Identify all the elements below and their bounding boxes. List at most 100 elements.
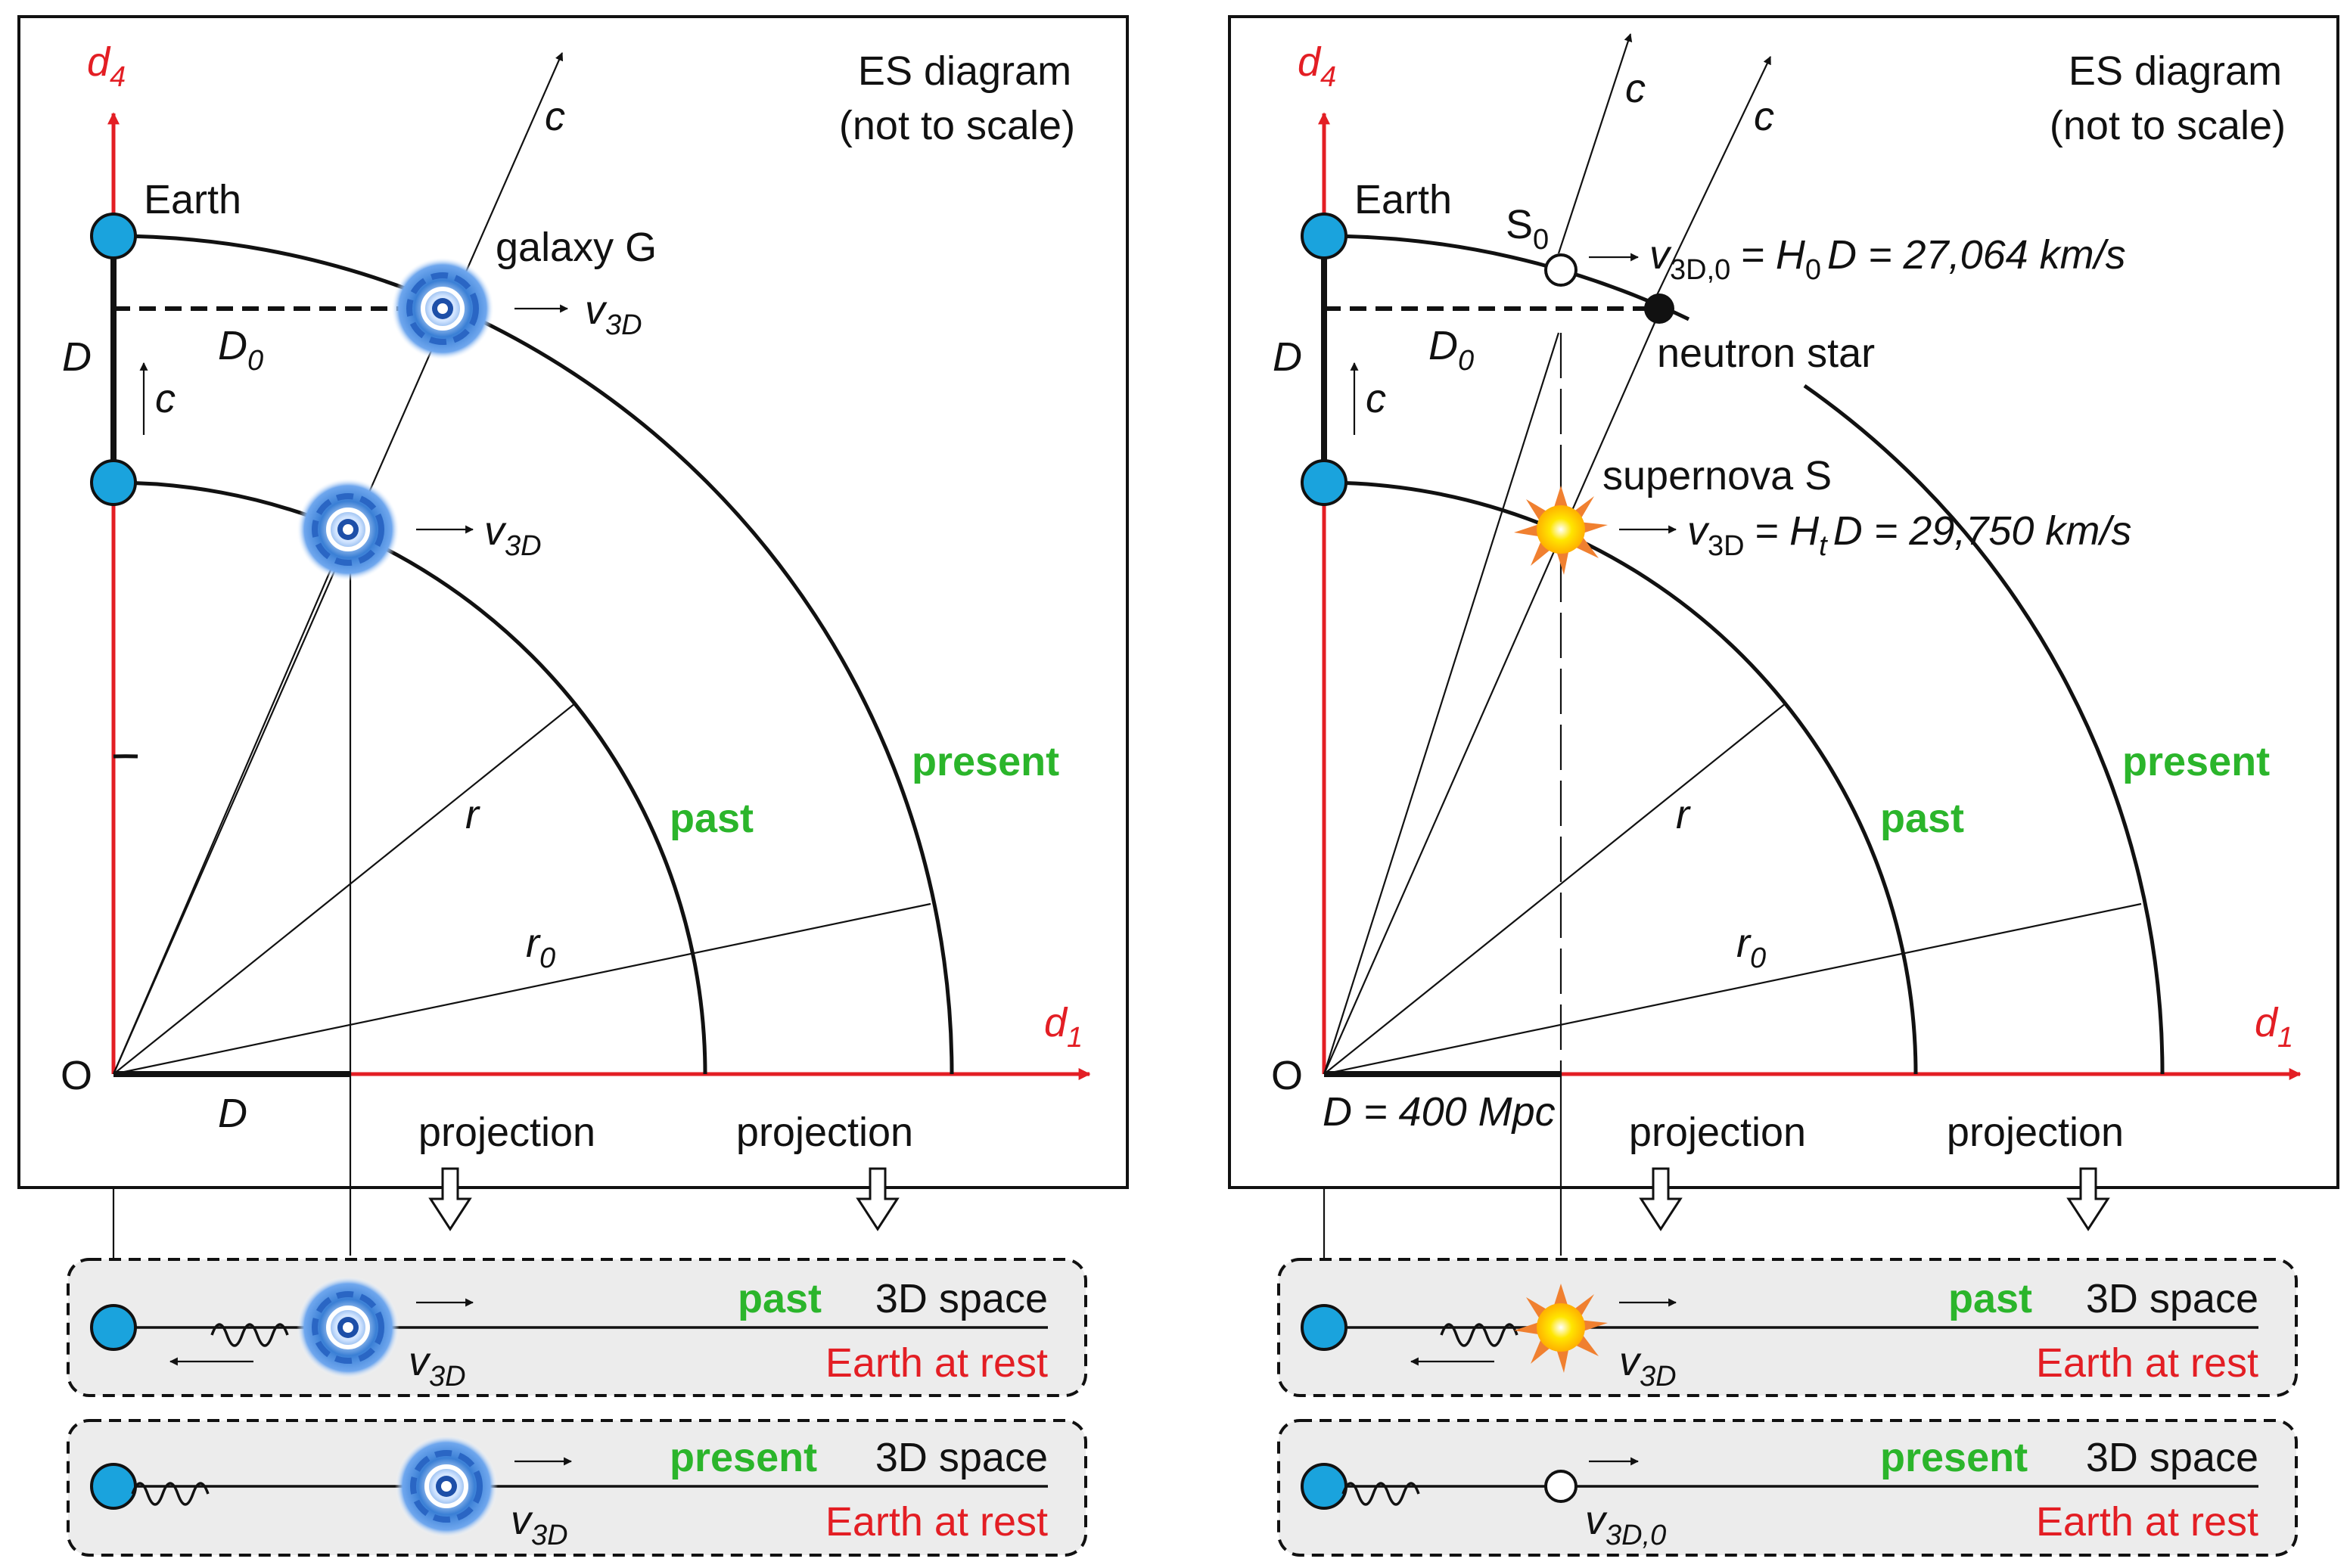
left-projection-label-2: projection	[736, 1110, 913, 1155]
left-origin: O	[61, 1053, 92, 1098]
right-panel-present-S0	[1544, 1470, 1578, 1503]
right-c-ray-1	[1557, 33, 1633, 254]
left-ray-to-past-galaxy	[112, 529, 350, 1075]
right-projection-label-2: projection	[1947, 1110, 2124, 1155]
right-panel-past-rest: Earth at rest	[2036, 1340, 2258, 1386]
left-diagram: ES diagram (not to scale) d4 d1 O	[17, 15, 1129, 1557]
left-galaxy-past-icon	[297, 478, 399, 581]
right-panel-present-tag: present	[1880, 1435, 2028, 1480]
right-panel-present	[1277, 1419, 2298, 1557]
left-panel-past-space: 3D space	[875, 1276, 1048, 1321]
left-r-ray	[113, 703, 576, 1075]
left-projection-arrow-2	[856, 1167, 900, 1231]
left-earth-label: Earth	[144, 177, 241, 222]
left-r0-ray	[113, 902, 931, 1076]
left-panel-past-v: v3D	[409, 1339, 466, 1393]
left-r-label: r	[465, 792, 480, 837]
right-past-arc	[1323, 480, 1918, 1075]
left-panel-present-tag: present	[670, 1435, 817, 1480]
right-earth-past	[1301, 459, 1348, 506]
right-present-arc-bottom	[1803, 383, 2165, 1075]
right-title-line2: (not to scale)	[2050, 103, 2286, 148]
left-title-line2: (not to scale)	[839, 103, 1075, 148]
left-frame	[17, 15, 1129, 1189]
right-r0-ray	[1323, 902, 2142, 1076]
left-earth-present	[90, 213, 137, 259]
right-d1-label: d1	[2255, 1000, 2293, 1054]
right-r-label: r	[1676, 792, 1691, 837]
right-D0-label: D0	[1428, 323, 1474, 377]
right-panel-present-space: 3D space	[2086, 1435, 2258, 1480]
right-r0-label: r0	[1736, 921, 1766, 974]
right-projection-label-1: projection	[1629, 1110, 1806, 1155]
right-panel-present-v: v3D,0	[1585, 1498, 1666, 1551]
left-title-line1: ES diagram	[858, 48, 1071, 94]
right-c-arrow-label: c	[1366, 376, 1386, 421]
right-c-ray-label-2: c	[1754, 94, 1774, 139]
right-d4-label: d4	[1298, 39, 1336, 93]
left-v-present-label: v3D	[585, 287, 642, 341]
right-r-ray	[1323, 703, 1786, 1075]
right-diagram: ES diagram (not to scale) d4 d1 O Ear	[1228, 15, 2339, 1557]
left-r0-label: r0	[526, 921, 555, 974]
left-D-label: D	[62, 334, 92, 380]
left-d4-label: d4	[87, 39, 126, 93]
right-present-label: present	[2122, 739, 2270, 784]
right-supernova-icon	[1514, 486, 1608, 575]
left-earth-past	[90, 459, 137, 506]
left-panel-past-galaxy	[297, 1276, 399, 1379]
right-present-arc-top	[1323, 234, 1690, 321]
right-projection-arrow-2	[2066, 1167, 2110, 1231]
left-panel-past-earth	[90, 1304, 137, 1351]
right-panel-past-v: v3D	[1619, 1339, 1677, 1393]
left-projection-label-1: projection	[418, 1110, 595, 1155]
left-galaxy-label: galaxy G	[496, 225, 657, 270]
left-past-arc	[113, 480, 707, 1075]
right-c-ray-label-1: c	[1625, 66, 1646, 111]
left-panel-present-rest: Earth at rest	[825, 1499, 1048, 1545]
left-c-ray-label: c	[545, 94, 565, 139]
right-frame	[1228, 15, 2339, 1189]
right-supernova-label: supernova S	[1602, 453, 1832, 498]
right-earth-present	[1301, 213, 1348, 259]
left-projection-arrow-1	[428, 1167, 472, 1231]
left-panel-present	[67, 1419, 1087, 1557]
right-panel-past-earth	[1301, 1304, 1348, 1351]
left-D-bottom-label: D	[218, 1091, 247, 1136]
right-past-label: past	[1880, 796, 1964, 841]
right-panel-present-earth	[1301, 1463, 1348, 1510]
left-v-past-label: v3D	[484, 508, 542, 562]
left-d1-label: d1	[1044, 1000, 1083, 1054]
right-projection-arrow-1	[1639, 1167, 1683, 1231]
right-D-equation: D = 400 Mpc	[1323, 1089, 1556, 1135]
right-S0-dot	[1544, 253, 1578, 287]
right-ray-to-ns	[1323, 317, 1658, 1075]
left-panel-present-v: v3D	[511, 1498, 568, 1551]
left-panel-present-space: 3D space	[875, 1435, 1048, 1480]
right-earth-label: Earth	[1354, 177, 1452, 222]
left-panel-past-tag: past	[738, 1276, 822, 1321]
left-c-arrow-label: c	[155, 376, 176, 421]
right-D-label: D	[1273, 334, 1302, 380]
right-panel-past-tag: past	[1948, 1276, 2032, 1321]
left-present-arc	[113, 234, 954, 1075]
left-panel-past-rest: Earth at rest	[825, 1340, 1048, 1386]
right-neutron-star-label: neutron star	[1657, 331, 1875, 376]
left-past-label: past	[670, 796, 754, 841]
right-title-line1: ES diagram	[2069, 48, 2282, 94]
right-neutron-star-dot	[1644, 293, 1674, 324]
right-origin: O	[1271, 1053, 1303, 1098]
left-galaxy-present-icon	[391, 257, 494, 360]
right-panel-present-rest: Earth at rest	[2036, 1499, 2258, 1545]
right-c-ray-2	[1656, 56, 1771, 296]
right-S0-label: S0	[1506, 202, 1549, 256]
left-present-label: present	[912, 739, 1059, 784]
left-D0-label: D0	[218, 323, 263, 377]
right-panel-past-space: 3D space	[2086, 1276, 2258, 1321]
left-panel-present-galaxy	[395, 1435, 498, 1538]
left-panel-present-earth	[90, 1463, 137, 1510]
right-ray-to-S0	[1323, 332, 1560, 1075]
